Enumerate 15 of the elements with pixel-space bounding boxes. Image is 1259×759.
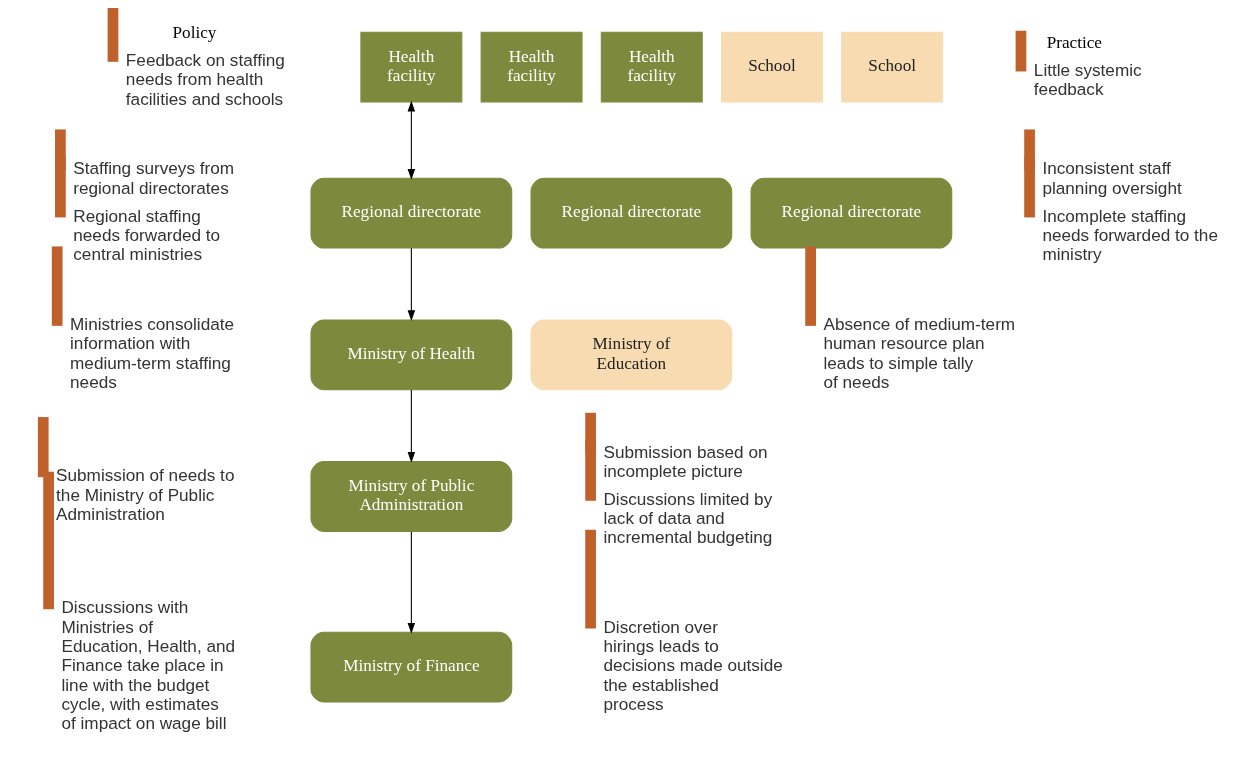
label: Discretion over hirings leads to decisions made outside the established process — [603, 616, 783, 714]
label: Staffing surveys from regional directorates — [73, 158, 235, 198]
label: Practice — [1046, 32, 1102, 52]
label: Submission based on incomplete picture — [603, 441, 768, 481]
label: Submission of needs to the Ministry of Public Administration — [56, 465, 235, 524]
label: Incomplete staffing needs forwarded to the ministry — [1042, 205, 1218, 265]
label: Policy — [172, 22, 217, 42]
label: Regional staffing needs forwarded to central ministries — [73, 205, 221, 265]
label: Ministries consolidate information with medium-term staffing needs — [70, 313, 235, 392]
label: Feedback on staffing needs from health facilities and schools — [125, 49, 285, 109]
label: Discussions limited by lack of data and incremental budgeting — [603, 488, 773, 548]
label: Absence of medium-term human resource plan leads to simple tally of needs — [823, 313, 1016, 392]
label: Discussions with Ministries of Education, Health, and Finance take place in line with the budget cycle, with estimates of impact on wage bill — [61, 597, 236, 734]
label: Little systemic feedback — [1033, 59, 1142, 99]
label: Inconsistent staff planning oversight — [1042, 158, 1182, 198]
